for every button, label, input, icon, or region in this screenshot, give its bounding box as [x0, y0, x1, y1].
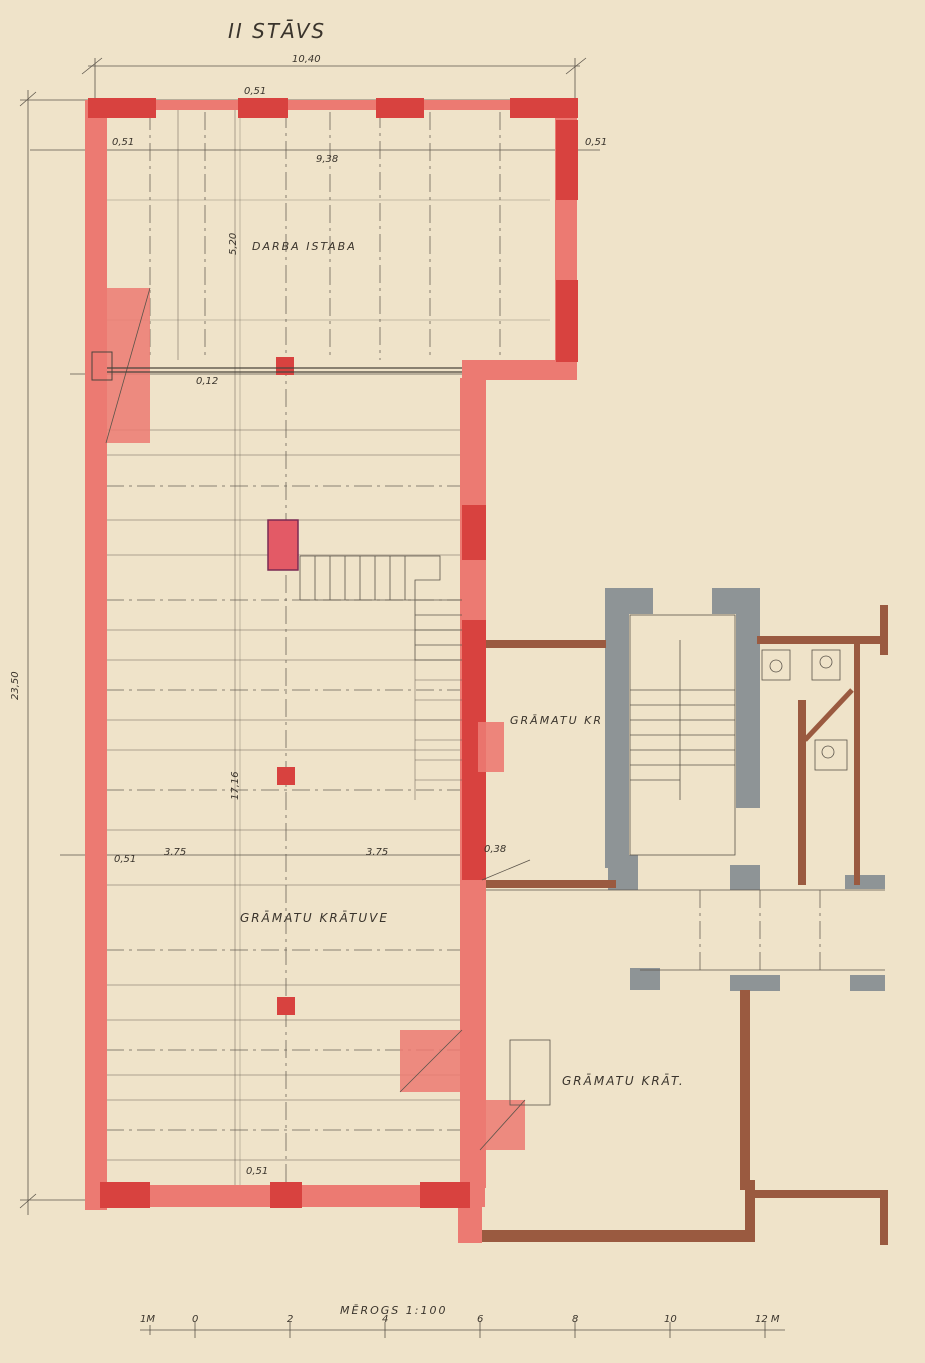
drawing-title: II STĀVS: [228, 19, 326, 43]
corridor-lines: [481, 859, 885, 1106]
dim-overall-length: 23,50: [10, 671, 21, 700]
dim-left-wall-top: 0,51: [112, 137, 134, 148]
dim-bottom-wall: 0,51: [246, 1166, 268, 1177]
scale-tick-label: 8: [572, 1314, 578, 1325]
dim-bay-left: 3.75: [164, 847, 186, 858]
dim-top-wall: 0,51: [244, 86, 266, 97]
scale-bar: MĒROGS 1:100 1M 0 2 4 6 8 10 12 M: [140, 1304, 785, 1338]
room-label-book-storage-lower: GRĀMATU KRĀT.: [562, 1074, 685, 1088]
staircase-main: [299, 555, 462, 800]
masonry-walls-new: [85, 98, 578, 1243]
scale-tick-label: 12 M: [755, 1314, 780, 1325]
room-label-work-room: DARBA ISTABA: [252, 240, 357, 253]
dim-right-wall-mid: 0,38: [484, 844, 506, 855]
dim-bay-right: 3.75: [366, 847, 388, 858]
dim-partition: 0,12: [196, 376, 218, 387]
dim-left-wall-mid: 0,51: [114, 854, 136, 865]
scale-label: MĒROGS 1:100: [340, 1304, 447, 1317]
dim-right-wall-top: 0,51: [585, 137, 607, 148]
dim-room-depth: 5,20: [228, 233, 239, 255]
existing-building-walls: [482, 588, 888, 1245]
dim-inner-width: 9,38: [316, 154, 338, 165]
dim-overall-width: 10,40: [292, 54, 321, 65]
partition-wall: [91, 351, 462, 381]
dim-hall-length: 17,16: [230, 771, 241, 800]
scale-tick-label: 0: [192, 1314, 198, 1325]
scale-tick-label: 4: [382, 1314, 388, 1325]
toilet-fixtures: [761, 649, 848, 771]
scale-tick-label: 10: [664, 1314, 677, 1325]
scale-tick-label: 1M: [140, 1314, 155, 1325]
scale-tick-label: 6: [477, 1314, 483, 1325]
room-label-book-storage-main: GRĀMATU KRĀTUVE: [240, 911, 389, 925]
room-label-book-storage-small: GRĀMATU KR: [510, 714, 603, 727]
scale-tick-label: 2: [287, 1314, 293, 1325]
staircase-existing: [629, 614, 736, 856]
